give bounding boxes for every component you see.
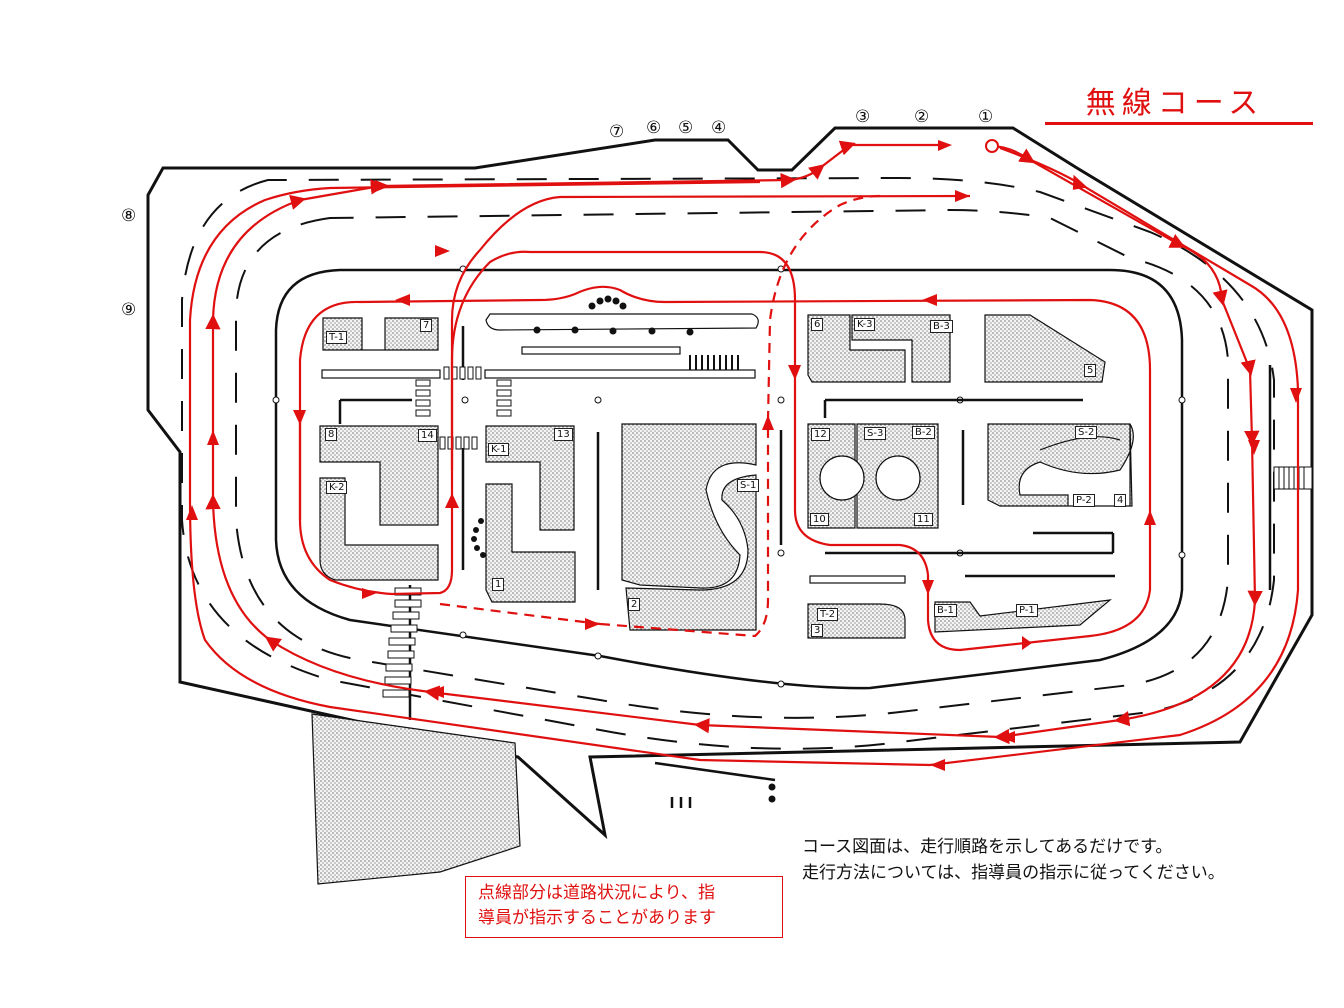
course-title: 無線コース: [1085, 86, 1265, 121]
checkpoint-5: ⑤: [678, 118, 694, 138]
area-label-13: 13: [554, 428, 573, 441]
area-label-k3: K-3: [854, 318, 876, 331]
course-note-line1: コース図面は、走行順路を示してあるだけです。: [802, 837, 1173, 857]
checkpoint-4: ④: [711, 118, 727, 138]
area-label-p2: P-2: [1073, 494, 1095, 507]
checkpoint-6: ⑥: [646, 118, 662, 138]
area-label-s2: S-2: [1075, 426, 1098, 439]
area-label-11: 11: [914, 513, 933, 526]
checkpoint-8: ⑧: [121, 206, 137, 226]
checkpoint-3: ③: [855, 107, 871, 127]
crosswalks: [382, 366, 1313, 698]
route: [188, 140, 1300, 767]
start-point: [985, 139, 999, 153]
area-label-2: 2: [628, 598, 641, 611]
title-underline: [1045, 122, 1313, 125]
area-label-4: 4: [1114, 494, 1127, 507]
area-label-b3: B-3: [930, 320, 953, 333]
dashed-route-note-line1: 点線部分は道路状況により、指: [478, 883, 715, 903]
checkpoint-9: ⑨: [121, 300, 137, 320]
checkpoint-7: ⑦: [609, 122, 625, 142]
road-lines: [338, 326, 1272, 808]
area-label-7: 7: [420, 319, 433, 332]
dashed-route-note: 点線部分は道路状況により、指 導員が指示することがあります: [465, 876, 783, 938]
area-label-p1: P-1: [1016, 604, 1038, 617]
area-label-t1: T-1: [326, 331, 348, 344]
area-label-6: 6: [811, 318, 824, 331]
area-label-14: 14: [418, 429, 437, 442]
area-label-t2: T-2: [817, 608, 839, 621]
area-label-8: 8: [325, 428, 338, 441]
area-label-b2: B-2: [912, 426, 935, 439]
dashed-route-note-line2: 導員が指示することがあります: [478, 908, 716, 928]
area-label-b1: B-1: [934, 604, 957, 617]
area-label-12: 12: [811, 428, 830, 441]
area-label-s1: S-1: [737, 479, 760, 492]
area-label-1: 1: [492, 578, 505, 591]
area-label-k1: K-1: [488, 443, 510, 456]
course-note: コース図面は、走行順路を示してあるだけです。 走行方法については、指導員の指示に…: [802, 834, 1225, 886]
area-label-s3: S-3: [864, 427, 887, 440]
route-arrows: [186, 140, 1302, 771]
checkpoint-1: ①: [978, 107, 994, 127]
area-label-10: 10: [810, 513, 829, 526]
area-label-3: 3: [811, 624, 824, 637]
area-label-5: 5: [1084, 364, 1097, 377]
area-label-k2: K-2: [326, 481, 348, 494]
course-note-line2: 走行方法については、指導員の指示に従ってください。: [802, 863, 1225, 883]
checkpoint-2: ②: [914, 107, 930, 127]
